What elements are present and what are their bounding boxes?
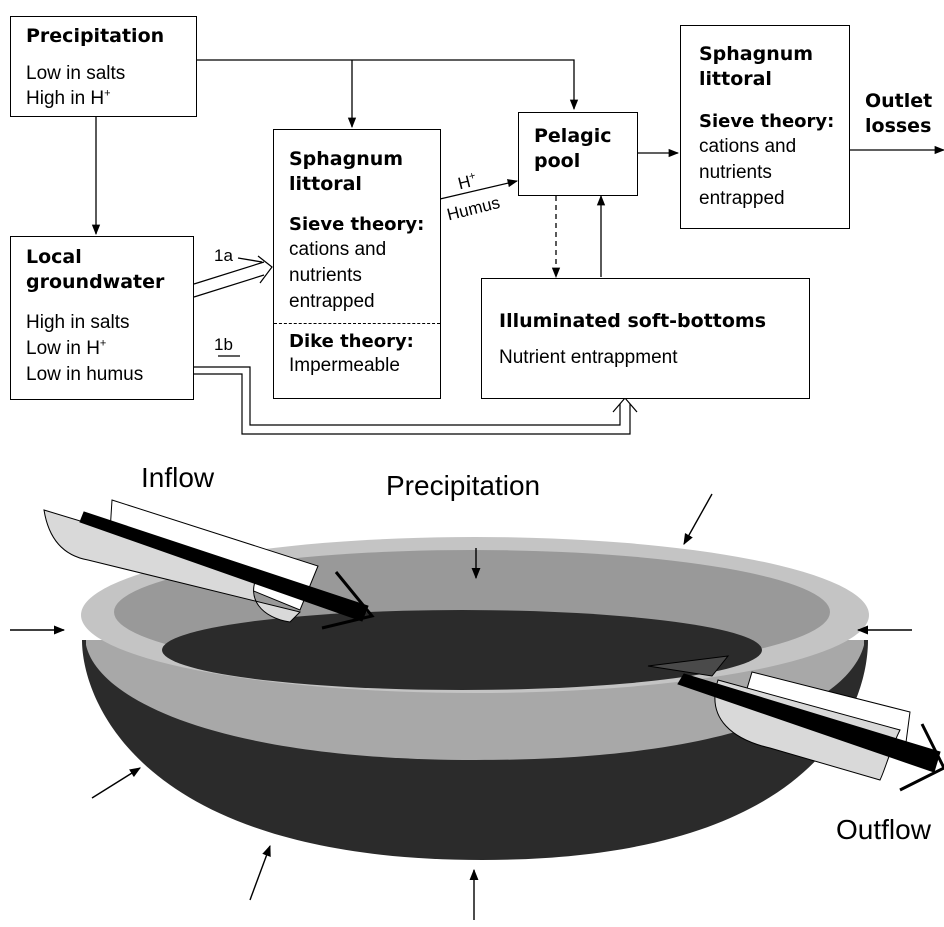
littoral1-title-line2: littoral <box>289 173 362 195</box>
littoral2-sieve-line3: nutrients <box>699 162 772 183</box>
sphagnum-littoral-box-1: Sphagnum littoral Sieve theory: cations … <box>273 129 441 399</box>
route-1a-leader <box>237 257 263 263</box>
littoral1-title-line1: Sphagnum <box>289 148 404 170</box>
route-1a-double-arrow <box>193 255 273 298</box>
pelagic-title-line2: pool <box>534 150 581 172</box>
bottom-left-arrow <box>249 844 271 901</box>
route-1b-label: 1b <box>214 335 233 354</box>
inflow-label: Inflow <box>141 462 215 493</box>
pelagic-pool-box: Pelagic pool <box>518 112 638 196</box>
littoral1-dike-heading: Dike theory: <box>289 331 414 352</box>
outlet-label-line2: losses <box>865 115 932 137</box>
route-1a-label: 1a <box>214 246 233 265</box>
precipitation-title: Precipitation <box>26 25 165 47</box>
littoral2-sieve-heading: Sieve theory: <box>699 111 835 132</box>
littoral1-dike-text: Impermeable <box>289 355 400 376</box>
sphagnum-littoral-box-2: Sphagnum littoral Sieve theory: cations … <box>680 25 850 229</box>
littoral2-sieve-line4: entrapped <box>699 188 785 209</box>
littoral1-sieve-line1: cations and <box>289 239 387 260</box>
inflow-pipe <box>43 499 375 630</box>
littoral2-sieve-line2: cations and <box>699 136 797 157</box>
littoral2-title-line2: littoral <box>699 68 772 90</box>
precipitation-box: Precipitation Low in salts High in H+ <box>10 16 197 117</box>
precipitation-basin-label: Precipitation <box>386 470 541 501</box>
precip-top-line <box>196 59 579 111</box>
precipitation-line2: High in H+ <box>26 87 111 109</box>
soft-bottoms-text: Nutrient entrappment <box>499 347 678 368</box>
littoral1-dashed-divider <box>274 323 440 324</box>
outlet-label-line1: Outlet <box>865 90 933 112</box>
basin-water <box>162 610 762 690</box>
precipitation-line1: Low in salts <box>26 63 126 84</box>
groundwater-line2: Low in H+ <box>26 337 107 359</box>
littoral1-sieve-heading: Sieve theory: <box>289 214 425 235</box>
groundwater-line1: High in salts <box>26 312 130 333</box>
outflow-pipe <box>647 655 944 792</box>
groundwater-line3: Low in humus <box>26 364 144 385</box>
flow-connectors <box>91 59 944 357</box>
top-right-arrow <box>683 493 713 545</box>
pelagic-title-line1: Pelagic <box>534 125 612 147</box>
soft-bottoms-box: Illuminated soft-bottoms Nutrient entrap… <box>481 278 810 399</box>
groundwater-title-line1: Local <box>26 246 82 268</box>
littoral1-sieve-line3: entrapped <box>289 291 375 312</box>
littoral1-sieve-line2: nutrients <box>289 265 362 286</box>
outflow-label: Outflow <box>836 814 931 845</box>
littoral2-title-line1: Sphagnum <box>699 43 814 65</box>
lower-left-arrow <box>91 767 141 799</box>
littoral-to-pelagic-arrow <box>439 179 519 200</box>
soft-bottoms-title: Illuminated soft-bottoms <box>499 310 767 332</box>
basin-external-arrows <box>10 493 912 920</box>
groundwater-title-line2: groundwater <box>26 271 165 293</box>
groundwater-box: Local groundwater High in salts Low in H… <box>10 236 194 400</box>
